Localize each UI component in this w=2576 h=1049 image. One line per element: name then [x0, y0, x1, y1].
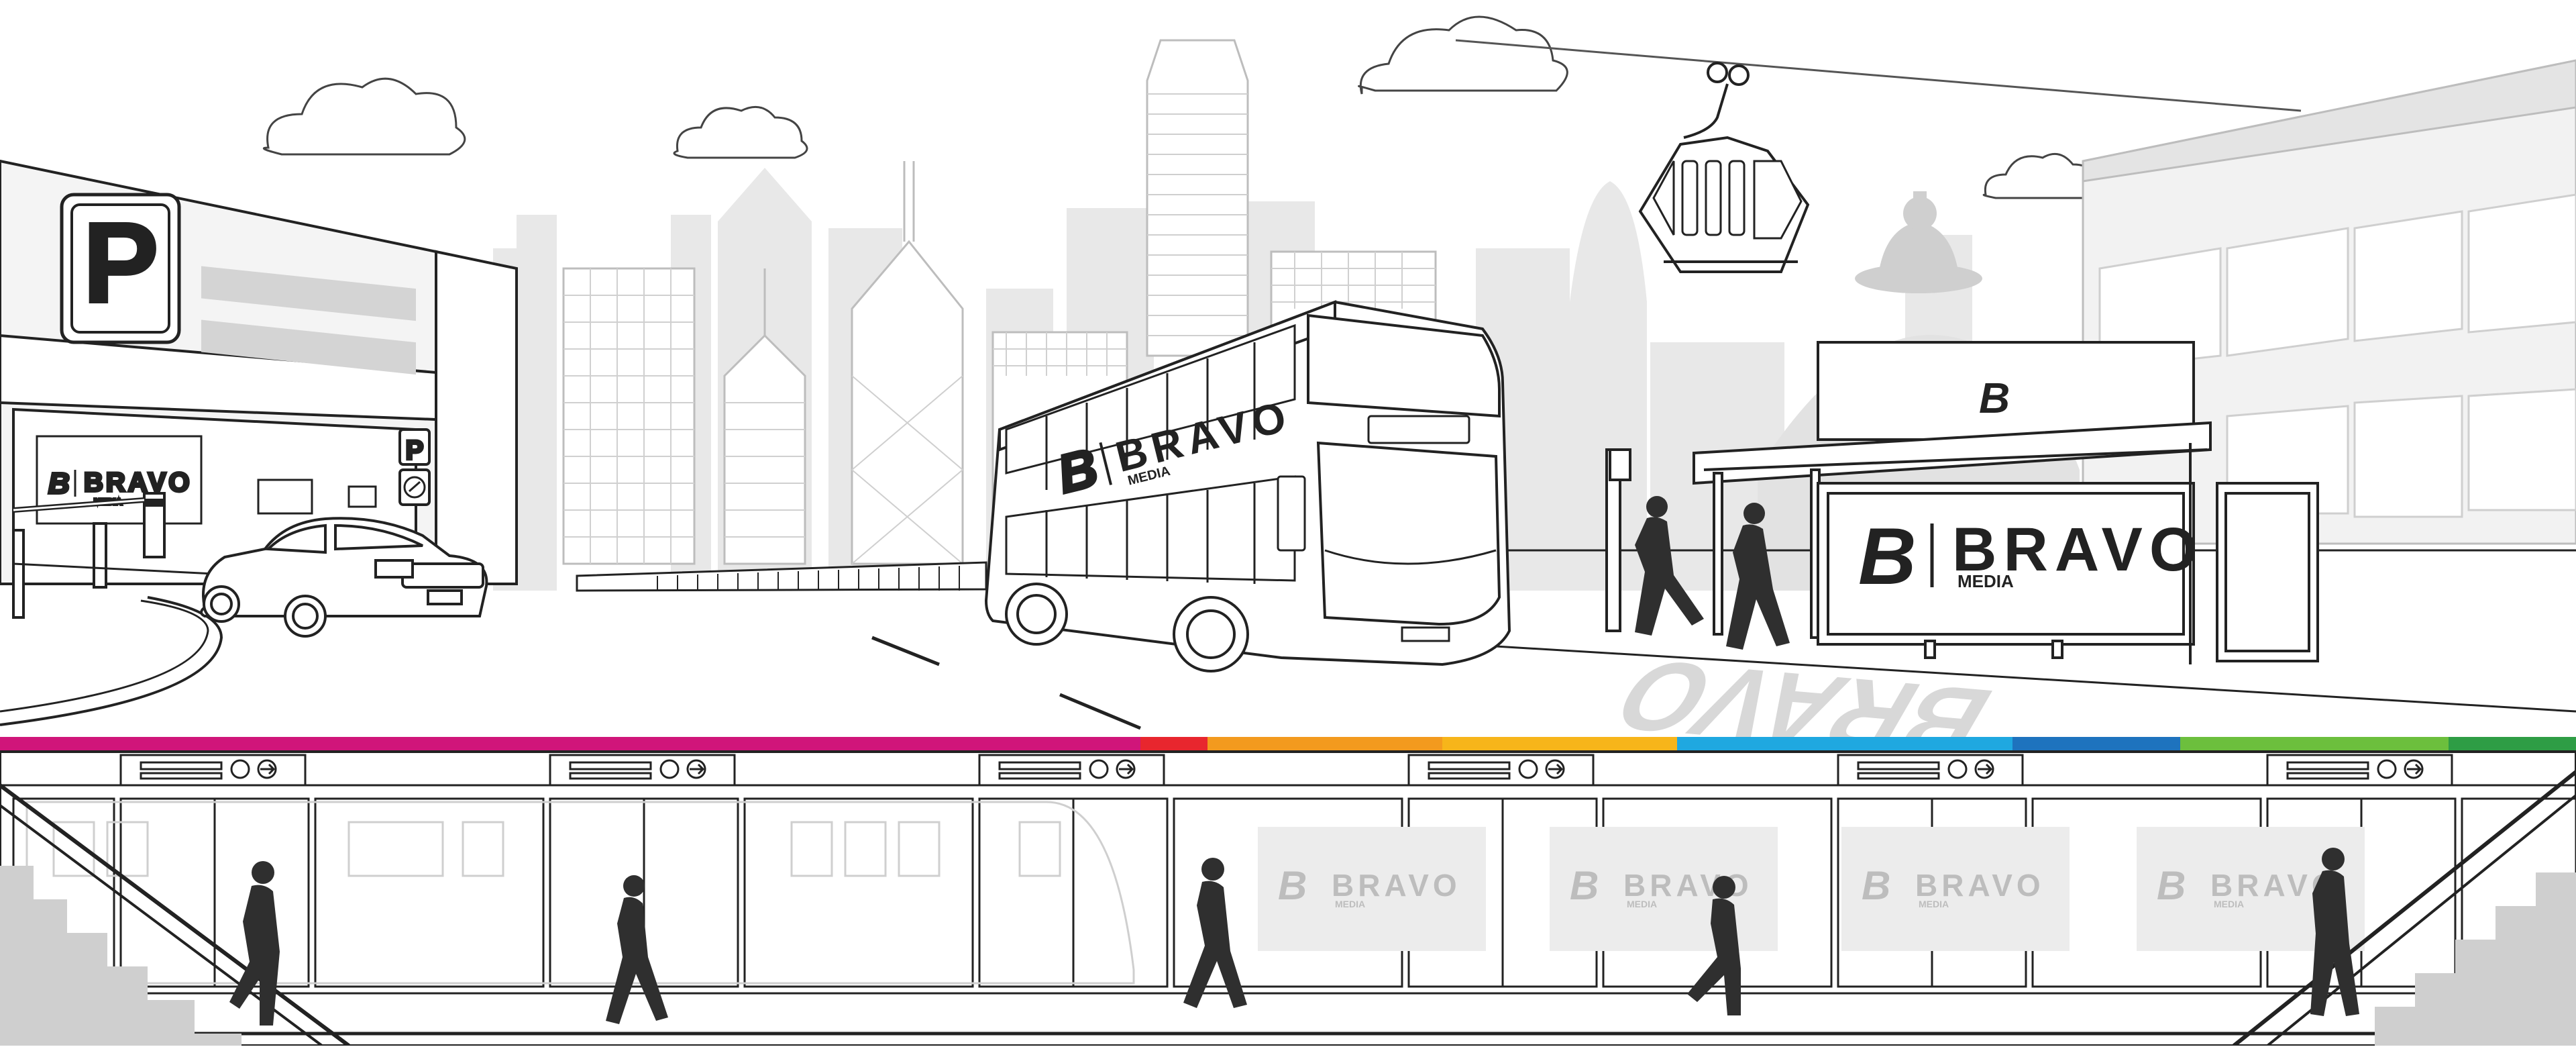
platform-signs — [119, 754, 2453, 787]
cloud-icon — [673, 105, 808, 159]
person-silhouette — [1687, 876, 1741, 1015]
platform-color-stripe — [0, 737, 2576, 752]
parking-building: P B BRAVO MEDIA P — [0, 159, 518, 619]
barrier — [12, 492, 166, 619]
bus-shelter: B B BRAVO MEDIA — [1693, 341, 2319, 664]
cable-car-icon — [1638, 62, 1810, 273]
cloud-icon — [262, 77, 466, 156]
parking-side-letter: P — [406, 436, 424, 465]
parking-sign-icon: P — [60, 193, 181, 344]
person-silhouette — [229, 861, 280, 1026]
car — [200, 517, 488, 638]
cloud-icon — [1982, 152, 2102, 199]
arrow-circle-icon — [257, 759, 277, 779]
logo-mark: B — [48, 467, 70, 500]
pedestrians-street — [1635, 496, 1790, 650]
logo-mark: B — [1858, 511, 1917, 601]
brand-sub: MEDIA — [2214, 899, 2244, 909]
train-ghost — [25, 801, 1135, 985]
metro-station: B BRAVO MEDIA B BRAVO MEDIA B BRAVO MEDI… — [0, 750, 2576, 1047]
person-silhouette — [1726, 503, 1790, 650]
logo-mark: B — [1862, 863, 1890, 908]
brand-name: BRAVO — [1952, 515, 2204, 584]
arrow-circle-icon — [1116, 759, 1136, 779]
parking-side-signs: P — [257, 428, 431, 515]
pedestrians-station — [229, 848, 2359, 1026]
tower-ifc — [1146, 39, 1249, 357]
mall-building — [2082, 59, 2576, 545]
logo-mark: B — [1979, 374, 2010, 422]
brand-name: BRAVO — [1332, 868, 1461, 903]
ghost-ads — [1258, 827, 2365, 951]
person-silhouette — [606, 875, 668, 1024]
person-silhouette — [1635, 496, 1704, 636]
logo-mark: B — [1278, 863, 1307, 908]
logo-mark: B — [2157, 863, 2186, 908]
double-decker-bus: B BRAVO MEDIA — [984, 300, 1511, 672]
buddha-statue — [1855, 191, 1982, 293]
shelter-top-logo: B — [1979, 374, 2010, 422]
arrow-circle-icon — [1974, 759, 1994, 779]
arrow-circle-icon — [1545, 759, 1565, 779]
ghost-ad-logo: B BRAVO MEDIA — [1278, 863, 1461, 909]
cable-car — [1455, 39, 2302, 273]
brand-sub: MEDIA — [1919, 899, 1949, 909]
logo-mark: B — [1570, 863, 1599, 908]
bus-stop-pole — [1605, 448, 1631, 632]
person-silhouette — [2310, 848, 2359, 1016]
brand-sub: MEDIA — [1957, 571, 2014, 591]
person-silhouette — [1183, 858, 1247, 1008]
brand-name: BRAVO — [84, 468, 192, 497]
parking-sign-letter: P — [83, 199, 158, 327]
brand-sub: MEDIA — [1335, 899, 1365, 909]
ghost-ad-logo: B BRAVO MEDIA — [2157, 863, 2336, 909]
sky — [262, 15, 2102, 199]
tower-center-left — [723, 268, 806, 565]
tower-boc — [851, 161, 964, 565]
arrow-circle-icon — [686, 759, 706, 779]
arrow-circle-icon — [2404, 759, 2424, 779]
tower-left — [562, 267, 696, 565]
ghost-ad-logo: B BRAVO MEDIA — [1862, 863, 2045, 909]
shelter-ad-logo: B BRAVO MEDIA — [1858, 511, 2204, 601]
brand-sub: MEDIA — [1627, 899, 1657, 909]
brand-name: BRAVO — [1915, 868, 2045, 903]
cloud-icon — [1358, 15, 1568, 95]
